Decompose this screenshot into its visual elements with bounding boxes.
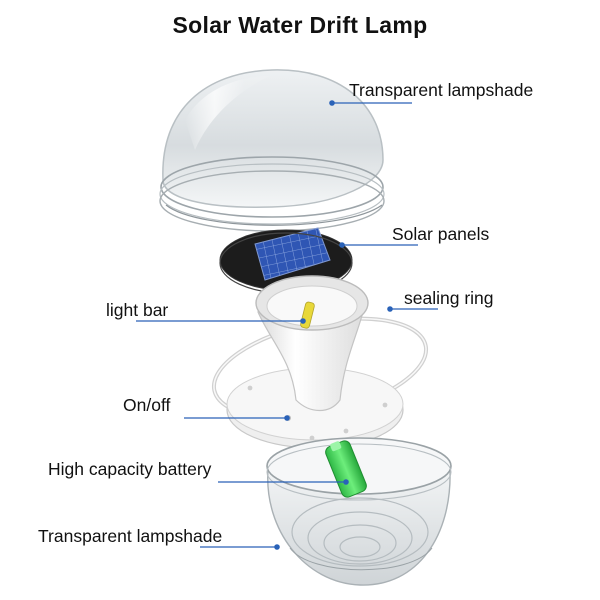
label-on-off: On/off <box>123 395 171 415</box>
leader-lines <box>136 100 438 550</box>
label-bottom-lampshade: Transparent lampshade <box>38 526 223 546</box>
diagram-title: Solar Water Drift Lamp <box>172 12 428 38</box>
label-battery: High capacity battery <box>48 459 212 479</box>
battery <box>325 440 367 498</box>
solar-panel <box>219 227 353 294</box>
top-lampshade <box>159 69 385 232</box>
bottom-lampshade <box>266 437 452 586</box>
label-sealing-ring: sealing ring <box>404 288 494 308</box>
label-solar-panels: Solar panels <box>392 224 490 244</box>
lamp-body <box>226 275 404 449</box>
label-light-bar: light bar <box>106 300 169 320</box>
label-top-lampshade: Transparent lampshade <box>349 80 534 100</box>
